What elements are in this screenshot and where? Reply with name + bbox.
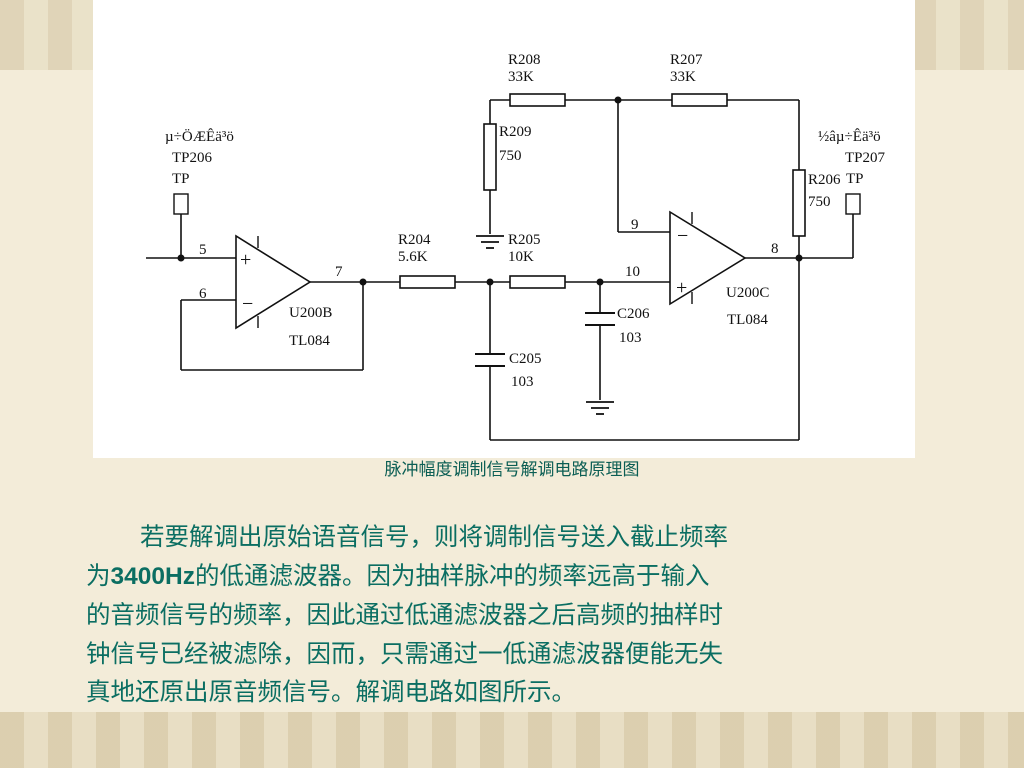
- r206-value: 750: [808, 194, 831, 210]
- resistor-r206: [792, 169, 806, 237]
- decorative-bottom-band: [0, 712, 1024, 768]
- input-test-point-label: µ÷ÖÆÊä³ö: [165, 128, 234, 145]
- r204-ref: R204: [398, 232, 431, 248]
- junction-dots: [177, 96, 803, 286]
- pin-label-6: 6: [199, 286, 207, 302]
- paragraph-line-2-prefix: 为: [86, 560, 111, 590]
- output-test-point-type: TP: [846, 171, 864, 187]
- capacitor-c205: [475, 353, 505, 367]
- opamp-c-plus-sign: +: [676, 277, 687, 299]
- output-test-point-name: TP207: [845, 150, 886, 166]
- resistor-r207: [671, 93, 728, 107]
- ground-symbol-c206: [586, 401, 614, 415]
- paragraph-line-4: 钟信号已经被滤除，因而，只需通过一低通滤波器便能无失: [86, 638, 723, 668]
- paragraph-line-5: 真地还原出原音频信号。解调电路如图所示。: [86, 677, 576, 706]
- pin-label-7: 7: [335, 264, 343, 280]
- body-paragraph: 若要解调出原始语音信号，则将调制信号送入截止频率 为3400Hz的低通滤波器。因…: [86, 518, 986, 712]
- paragraph-line-1-text: 若要解调出原始语音信号，则将调制信号送入截止频率: [140, 522, 728, 551]
- circuit-panel: [93, 0, 915, 458]
- resistor-r209: [483, 123, 497, 191]
- paragraph-line-1: 若要解调出原始语音信号，则将调制信号送入截止频率: [86, 518, 986, 557]
- c206-ref: C206: [617, 306, 650, 322]
- paragraph-frequency-value: 3400Hz: [110, 562, 195, 590]
- opamp-b-plus-sign: +: [240, 249, 251, 271]
- opamp-c-part: TL084: [727, 312, 768, 328]
- r205-value: 10K: [508, 249, 534, 265]
- opamp-b-ref: U200B: [289, 305, 332, 321]
- input-test-point-name: TP206: [172, 150, 213, 166]
- r208-value: 33K: [508, 69, 534, 85]
- c206-value: 103: [619, 330, 642, 346]
- pin-label-10: 10: [625, 264, 640, 280]
- pin-label-8: 8: [771, 241, 779, 257]
- r204-value: 5.6K: [398, 249, 428, 265]
- r207-ref: R207: [670, 52, 703, 68]
- opamp-b-part: TL084: [289, 333, 330, 349]
- input-test-point-type: TP: [172, 171, 190, 187]
- paragraph-line-2-text: 的低通滤波器。因为抽样脉冲的频率远高于输入: [194, 560, 710, 590]
- diagram-caption: 脉冲幅度调制信号解调电路原理图: [384, 460, 640, 480]
- output-test-point-label: ½âµ÷Êä³ö: [818, 128, 881, 145]
- opamp-u200b: + −: [235, 234, 312, 330]
- r207-value: 33K: [670, 69, 696, 85]
- test-point-tp207-box: [845, 193, 861, 215]
- r208-ref: R208: [508, 52, 541, 68]
- opamp-c-ref: U200C: [726, 285, 769, 301]
- paragraph-line-3: 的音频信号的频率，因此通过低通滤波器之后高频的抽样时: [86, 600, 723, 629]
- paragraph-line-2: 为3400Hz的低通滤波器。因为抽样脉冲的频率远高于输入: [86, 557, 986, 597]
- r206-ref: R206: [808, 172, 841, 188]
- opamp-c-minus-sign: −: [677, 225, 688, 247]
- resistor-r205: [509, 275, 566, 289]
- circuit-wires: [146, 99, 854, 441]
- opamp-u200c: − +: [669, 210, 747, 306]
- c205-ref: C205: [509, 351, 542, 367]
- r209-value: 750: [499, 148, 522, 164]
- c205-value: 103: [511, 374, 534, 390]
- opamp-b-minus-sign: −: [242, 293, 253, 315]
- ground-symbol-r209: [476, 235, 504, 249]
- pin-label-9: 9: [631, 217, 639, 233]
- r205-ref: R205: [508, 232, 541, 248]
- resistor-r204: [399, 275, 456, 289]
- r209-ref: R209: [499, 124, 532, 140]
- test-point-tp206-box: [173, 193, 189, 215]
- capacitor-c206: [585, 312, 615, 326]
- resistor-r208: [509, 93, 566, 107]
- pin-label-5: 5: [199, 242, 207, 258]
